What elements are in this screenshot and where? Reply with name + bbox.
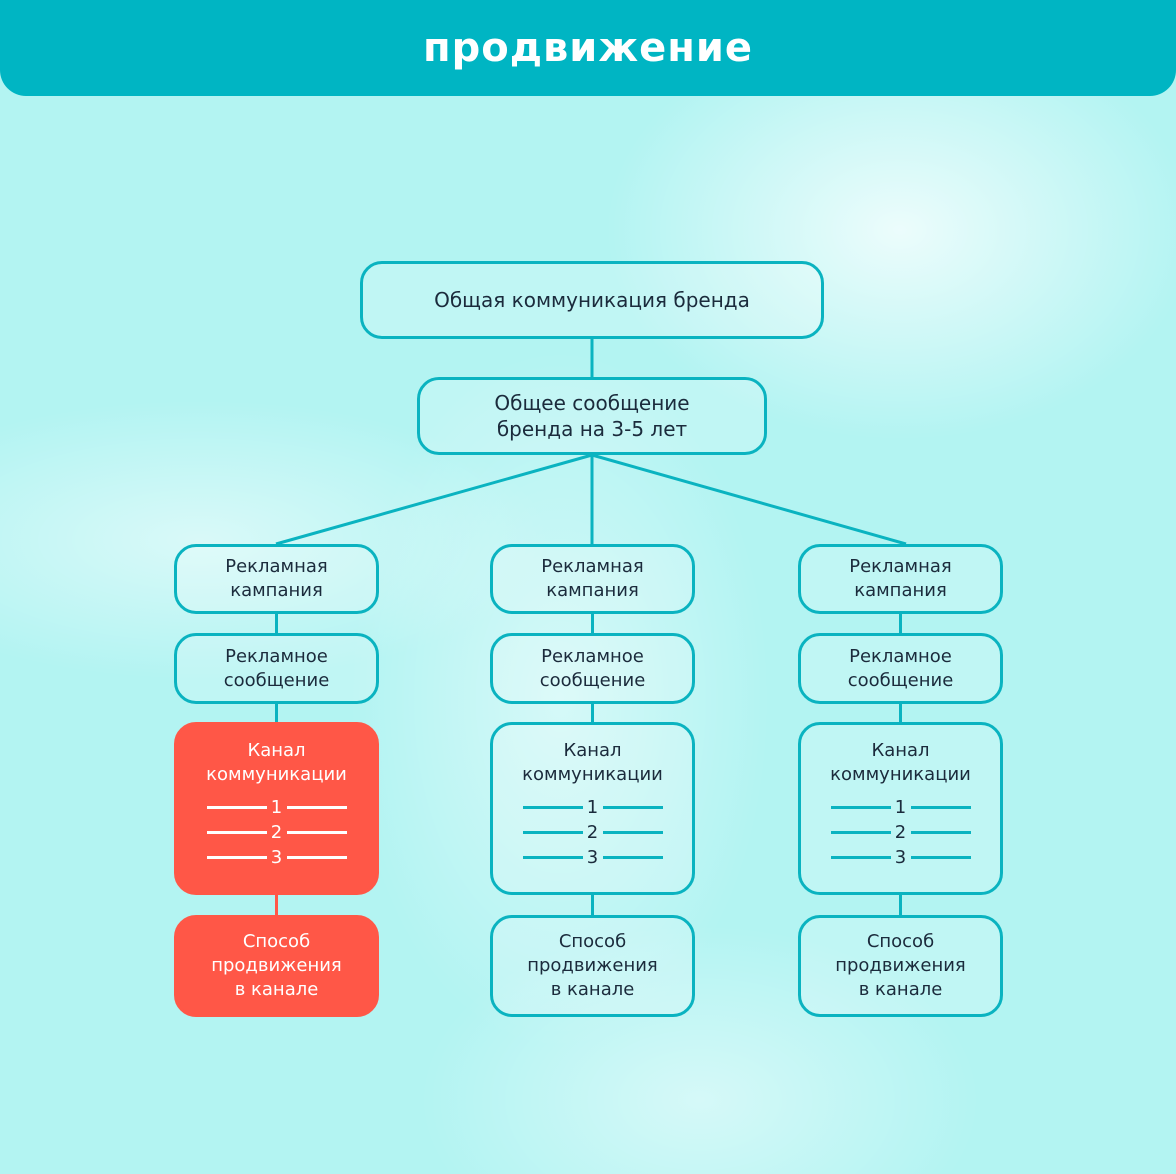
page-title: продвижение bbox=[422, 25, 754, 71]
box-label: в канале bbox=[550, 979, 635, 1000]
channel-item-number: 1 bbox=[270, 796, 283, 818]
promotion-method-box: Способ продвижения в канале bbox=[174, 915, 379, 1017]
box-label: продвижения bbox=[527, 955, 658, 976]
box-label: Способ bbox=[558, 931, 627, 952]
channel-item-number: 3 bbox=[894, 846, 907, 868]
ad-campaign-box: Рекламная кампания bbox=[490, 544, 695, 614]
channel-item-number: 3 bbox=[270, 846, 283, 868]
box-label: в канале bbox=[234, 979, 319, 1000]
divider-line bbox=[830, 806, 891, 809]
divider-line bbox=[602, 806, 663, 809]
channel-item-number: 2 bbox=[270, 821, 283, 843]
box-label: Канал bbox=[563, 740, 622, 761]
box-label: сообщение bbox=[539, 669, 646, 691]
channel-item: 2 bbox=[801, 820, 1000, 845]
promotion-method-box: Способ продвижения в канале bbox=[490, 915, 695, 1017]
brand-message-box: Общее сообщение бренда на 3-5 лет bbox=[417, 377, 767, 455]
box-label: Общая коммуникация бренда bbox=[434, 288, 750, 312]
box-label: Рекламное bbox=[225, 645, 328, 667]
channel-item: 2 bbox=[177, 820, 376, 845]
channel-item-number: 2 bbox=[586, 821, 599, 843]
box-label: кампания bbox=[546, 580, 639, 601]
box-label: Рекламная bbox=[225, 556, 328, 577]
channel-item: 1 bbox=[493, 795, 692, 820]
promotion-method-box: Способ продвижения в канале bbox=[798, 915, 1003, 1017]
ad-campaign-box: Рекламная кампания bbox=[798, 544, 1003, 614]
box-label: кампания bbox=[854, 580, 947, 601]
divider-line bbox=[830, 856, 891, 859]
header-banner: продвижение bbox=[0, 0, 1176, 96]
channel-item-number: 2 bbox=[894, 821, 907, 843]
divider-line bbox=[910, 856, 971, 859]
channel-item-number: 1 bbox=[894, 796, 907, 818]
channel-item: 1 bbox=[177, 795, 376, 820]
channel-item: 3 bbox=[177, 845, 376, 870]
box-label: сообщение bbox=[223, 669, 330, 691]
divider-line bbox=[286, 831, 347, 834]
divider-line bbox=[602, 831, 663, 834]
box-label: продвижения bbox=[211, 955, 342, 976]
box-label: бренда на 3-5 лет bbox=[496, 417, 688, 441]
divider-line bbox=[602, 856, 663, 859]
ad-campaign-box: Рекламная кампания bbox=[174, 544, 379, 614]
channel-item: 3 bbox=[801, 845, 1000, 870]
box-label: коммуникации bbox=[206, 764, 347, 785]
box-label: Рекламное bbox=[849, 645, 952, 667]
connector-branch-left bbox=[275, 453, 593, 546]
box-label: коммуникации bbox=[830, 764, 971, 785]
box-label: сообщение bbox=[847, 669, 954, 691]
divider-line bbox=[830, 831, 891, 834]
box-label: Способ bbox=[866, 931, 935, 952]
divider-line bbox=[206, 806, 267, 809]
divider-line bbox=[206, 831, 267, 834]
communication-channel-box: Канал коммуникации 1 2 3 bbox=[174, 722, 379, 895]
box-label: Рекламная bbox=[849, 556, 952, 577]
connector-branch-right bbox=[591, 453, 907, 546]
box-label: Рекламное bbox=[541, 645, 644, 667]
channel-item-number: 1 bbox=[586, 796, 599, 818]
divider-line bbox=[286, 806, 347, 809]
channel-item: 3 bbox=[493, 845, 692, 870]
box-label: Канал bbox=[871, 740, 930, 761]
divider-line bbox=[522, 806, 583, 809]
divider-line bbox=[206, 856, 267, 859]
divider-line bbox=[522, 856, 583, 859]
box-label: Канал bbox=[247, 740, 306, 761]
box-label: Рекламная bbox=[541, 556, 644, 577]
box-label: кампания bbox=[230, 580, 323, 601]
box-label: в канале bbox=[858, 979, 943, 1000]
divider-line bbox=[910, 806, 971, 809]
communication-channel-box: Канал коммуникации 1 2 3 bbox=[798, 722, 1003, 895]
box-label: коммуникации bbox=[522, 764, 663, 785]
channel-item: 1 bbox=[801, 795, 1000, 820]
box-label: Общее сообщение bbox=[494, 391, 690, 415]
divider-line bbox=[910, 831, 971, 834]
divider-line bbox=[522, 831, 583, 834]
divider-line bbox=[286, 856, 347, 859]
box-label: Способ bbox=[242, 931, 311, 952]
communication-channel-box: Канал коммуникации 1 2 3 bbox=[490, 722, 695, 895]
brand-communication-box: Общая коммуникация бренда bbox=[360, 261, 824, 339]
channel-item: 2 bbox=[493, 820, 692, 845]
channel-item-number: 3 bbox=[586, 846, 599, 868]
box-label: продвижения bbox=[835, 955, 966, 976]
